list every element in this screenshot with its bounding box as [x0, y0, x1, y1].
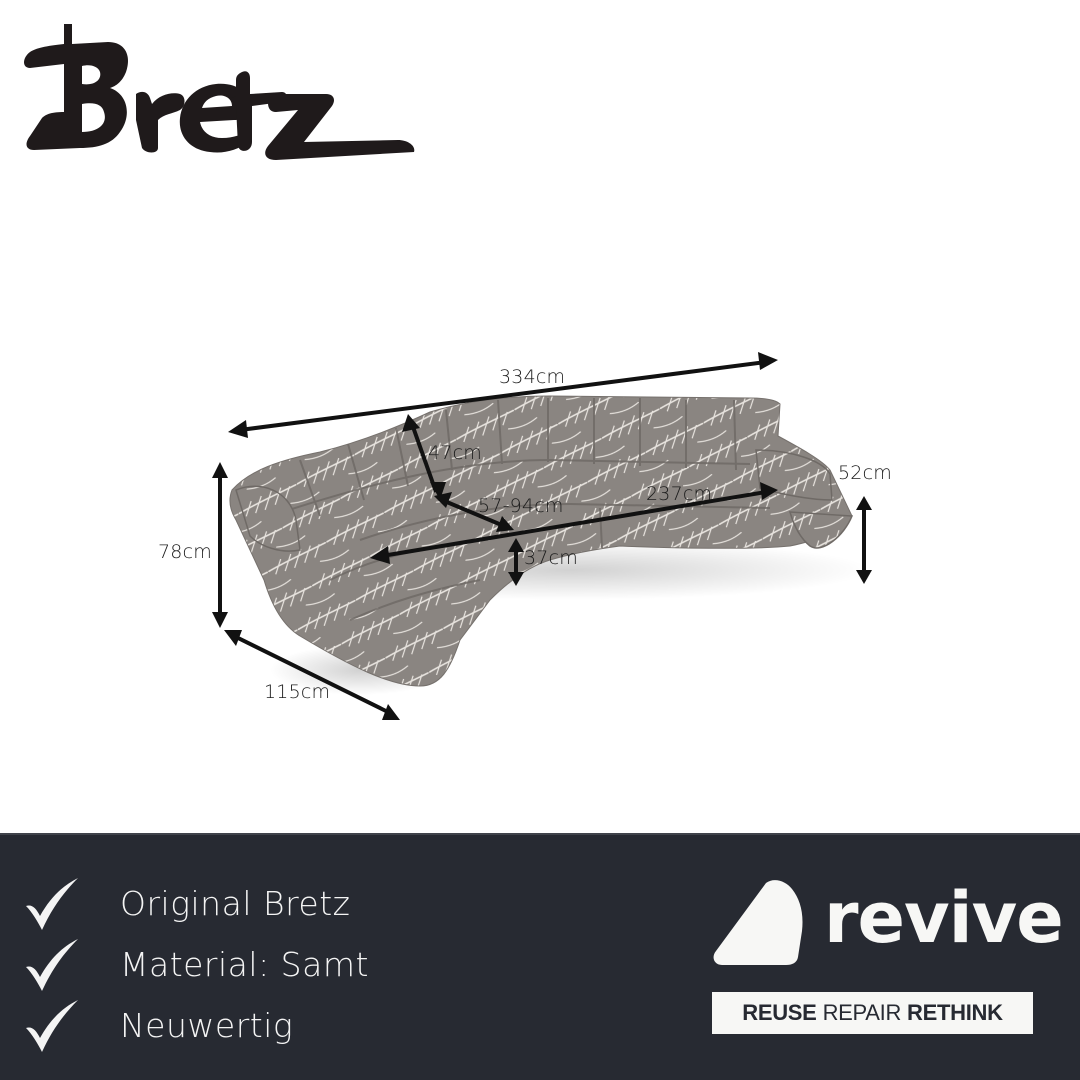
checkmark-icon: [24, 998, 80, 1054]
bretz-logo-icon: [24, 24, 415, 160]
feature-label: Material: Samt: [120, 945, 369, 984]
sofa-body: [229, 395, 853, 687]
dimension-total-height: 78cm: [158, 541, 212, 563]
footer-band: Original Bretz Material: Samt Neuwertig …: [0, 833, 1080, 1080]
revive-mark-icon: [713, 880, 803, 965]
sofa-illustration: [212, 352, 872, 720]
feature-item: Original Bretz: [24, 873, 369, 934]
product-image-area: Bretz: [20, 20, 910, 740]
dimension-depth: 115cm: [264, 681, 331, 703]
feature-item: Material: Samt: [24, 934, 369, 995]
dimension-seat-depth: 57-94cm: [478, 495, 564, 517]
revive-tagline: REUSE REPAIR RETHINK: [712, 992, 1033, 1034]
product-photo: 334cm 47cm 57-94cm 237cm 37cm 52cm 78cm …: [150, 340, 910, 740]
revive-logo: revive: [712, 879, 1064, 969]
bretz-logo: Bretz: [20, 20, 415, 180]
feature-list: Original Bretz Material: Samt Neuwertig: [24, 873, 369, 1056]
dimension-armrest-height: 52cm: [838, 462, 892, 484]
tagline-rethink: RETHINK: [907, 1000, 1003, 1025]
revive-wordmark: revive: [824, 877, 1064, 959]
dimension-total-width: 334cm: [499, 366, 566, 388]
tagline-reuse: REUSE: [742, 1000, 817, 1025]
dimension-inner-width: 237cm: [646, 483, 713, 505]
dimension-backrest-height: 47cm: [428, 442, 482, 464]
feature-item: Neuwertig: [24, 995, 369, 1056]
tagline-repair: REPAIR: [822, 1000, 902, 1025]
checkmark-icon: [24, 937, 80, 993]
checkmark-icon: [24, 876, 80, 932]
feature-label: Neuwertig: [120, 1006, 294, 1045]
feature-label: Original Bretz: [120, 884, 351, 923]
dimension-seat-height: 37cm: [524, 547, 578, 569]
